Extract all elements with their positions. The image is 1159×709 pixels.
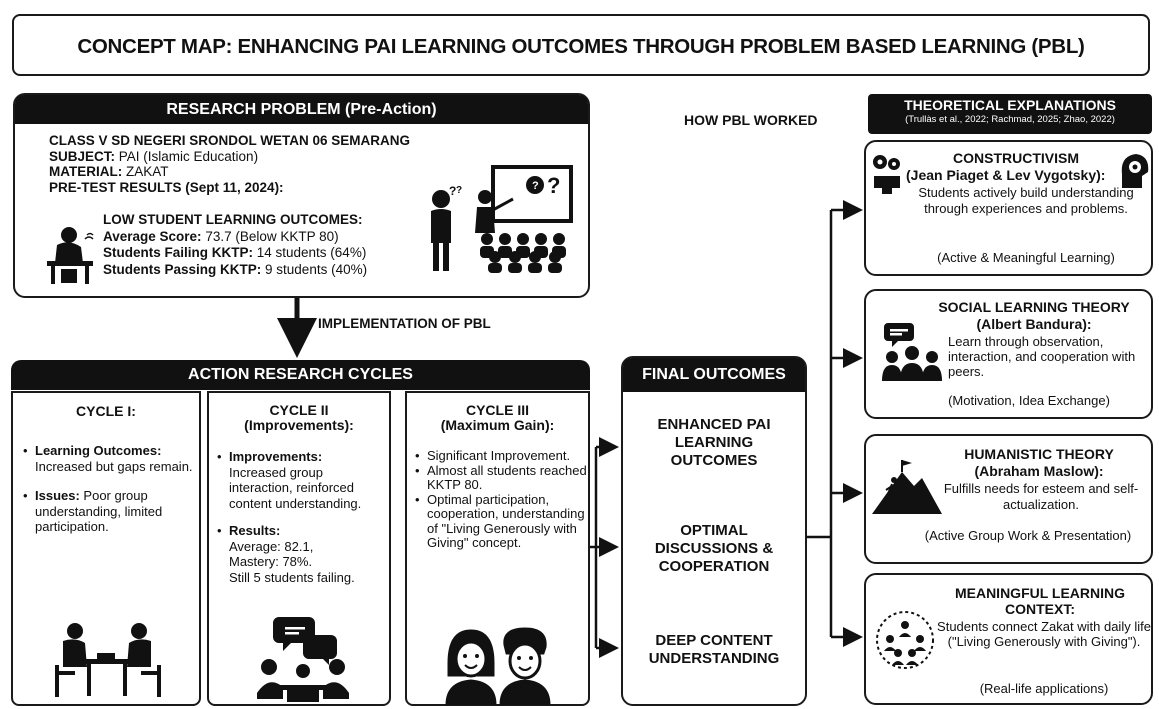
social-title: SOCIAL LEARNING THEORY — [938, 299, 1130, 315]
constructivism-note: (Active & Meaningful Learning) — [937, 250, 1115, 265]
social-desc: Learn through observation, interaction, … — [948, 334, 1136, 379]
cycle-1-issues: Issues: Poor group understanding, limite… — [23, 488, 193, 535]
meaningful-desc: Students connect Zakat with daily life (… — [937, 619, 1151, 649]
theory-meaningful-box: MEANINGFUL LEARNING CONTEXT: Students co… — [864, 573, 1153, 705]
cycle-3-bullet-2: Almost all students reached KKTP 80. — [415, 463, 587, 493]
cycle-2-results: Results:Average: 82.1,Mastery: 78%.Still… — [217, 523, 389, 585]
cycle-1-title: CYCLE I: — [76, 403, 136, 419]
outcome-enhanced: ENHANCED PAI LEARNING OUTCOMES — [657, 416, 771, 469]
low-outcomes-heading: LOW STUDENT LEARNING OUTCOMES: — [103, 212, 363, 227]
theory-constructivism-box: CONSTRUCTIVISM (Jean Piaget & Lev Vygots… — [864, 140, 1153, 276]
svg-text:?: ? — [456, 185, 462, 196]
cycle-3-bullet-1: Significant Improvement. — [415, 448, 587, 464]
cycle-3-subtitle: (Maximum Gain): — [440, 417, 555, 433]
problem-text: CLASS V SD NEGERI SRONDOL WETAN 06 SEMAR… — [49, 133, 410, 195]
meaningful-note: (Real-life applications) — [979, 681, 1109, 696]
discussion-group-icon — [257, 617, 349, 702]
social-note: (Motivation, Idea Exchange) — [948, 393, 1110, 408]
outcome-understanding: DEEP CONTENT UNDERSTANDING — [648, 632, 780, 667]
humanistic-note: (Active Group Work & Presentation) — [924, 528, 1132, 543]
low-outcomes-block: LOW STUDENT LEARNING OUTCOMES: Average S… — [103, 212, 367, 278]
passing-line: Students Passing KKTP: 9 students (40%) — [103, 261, 368, 277]
meaningful-title: MEANINGFUL LEARNING CONTEXT: — [954, 585, 1126, 617]
implementation-label: IMPLEMENTATION OF PBL — [318, 316, 491, 331]
school-name: CLASS V SD NEGERI SRONDOL WETAN 06 SEMAR… — [49, 133, 411, 148]
theory-title: THEORETICAL EXPLANATIONS — [904, 97, 1116, 113]
research-problem-header: RESEARCH PROBLEM (Pre-Action) — [15, 95, 588, 124]
final-outcomes-header: FINAL OUTCOMES — [623, 358, 805, 392]
students-at-table-icon — [55, 623, 161, 697]
constructivism-title: CONSTRUCTIVISM — [953, 150, 1079, 166]
humanistic-person: (Abraham Maslow): — [974, 463, 1104, 479]
teacher-classroom-icon: ? ? — [475, 165, 573, 273]
cycle-2-subtitle: (Improvements): — [244, 417, 354, 433]
cycle-3-title: CYCLE III — [465, 402, 529, 418]
head-gear-icon — [1121, 154, 1149, 188]
confused-student-icon: ? ? — [431, 184, 462, 271]
cycle-2-improvements: Improvements:Increased group interaction… — [217, 449, 389, 511]
theory-humanistic-box: HUMANISTIC THEORY (Abraham Maslow): Fulf… — [864, 434, 1153, 564]
cycle-1-box: CYCLE I: Learning Outcomes: Increased bu… — [11, 391, 201, 706]
svg-text:?: ? — [547, 173, 560, 198]
failing-line: Students Failing KKTP: 14 students (64%) — [103, 245, 367, 260]
title-box: CONCEPT MAP: ENHANCING PAI LEARNING OUTC… — [12, 14, 1150, 76]
outcome-discussions: OPTIMAL DISCUSSIONS & COOPERATION — [654, 522, 774, 575]
student-at-desk-icon — [47, 227, 94, 284]
globe-people-icon — [876, 611, 934, 669]
pretest-line: PRE-TEST RESULTS (Sept 11, 2024): — [49, 179, 284, 195]
subject-line: SUBJECT: PAI (Islamic Education) — [49, 148, 259, 164]
svg-text:?: ? — [449, 184, 456, 198]
gears-head-icon — [873, 155, 900, 194]
cycle-2-box: CYCLE II (Improvements): Improvements:In… — [207, 391, 391, 706]
group-chat-icon — [882, 323, 942, 381]
page-title: CONCEPT MAP: ENHANCING PAI LEARNING OUTC… — [77, 35, 1085, 58]
cycle-3-bullet-3: Optimal participation, cooperation, unde… — [415, 492, 587, 551]
happy-students-icon — [445, 627, 551, 706]
mountain-flag-icon — [872, 460, 942, 514]
average-score-line: Average Score: 73.7 (Below KKTP 80) — [103, 228, 339, 244]
how-pbl-label: HOW PBL WORKED — [684, 112, 818, 128]
cycle-1-learning-outcomes: Learning Outcomes: Increased but gaps re… — [23, 443, 193, 474]
material-line: MATERIAL: ZAKAT — [49, 164, 169, 179]
svg-text:?: ? — [532, 180, 539, 192]
humanistic-desc: Fulfills needs for esteem and self-actua… — [943, 481, 1139, 512]
theory-header: THEORETICAL EXPLANATIONS (Trullàs et al.… — [868, 94, 1152, 134]
action-research-header: ACTION RESEARCH CYCLES — [11, 360, 590, 390]
social-person: (Albert Bandura): — [976, 316, 1092, 332]
theory-social-box: SOCIAL LEARNING THEORY (Albert Bandura):… — [864, 289, 1153, 419]
theory-citation: (Trullàs et al., 2022; Rachmad, 2025; Zh… — [905, 114, 1115, 125]
research-problem-box: RESEARCH PROBLEM (Pre-Action) CLASS V SD… — [13, 93, 590, 298]
constructivism-desc: Students actively build understanding th… — [918, 185, 1134, 216]
cycle-3-box: CYCLE III (Maximum Gain): Significant Im… — [405, 391, 590, 706]
cycle-2-title: CYCLE II — [269, 402, 329, 418]
constructivism-person: (Jean Piaget & Lev Vygotsky): — [906, 167, 1106, 183]
humanistic-title: HUMANISTIC THEORY — [964, 446, 1114, 462]
final-outcomes-box: FINAL OUTCOMES ENHANCED PAI LEARNING OUT… — [621, 356, 807, 706]
